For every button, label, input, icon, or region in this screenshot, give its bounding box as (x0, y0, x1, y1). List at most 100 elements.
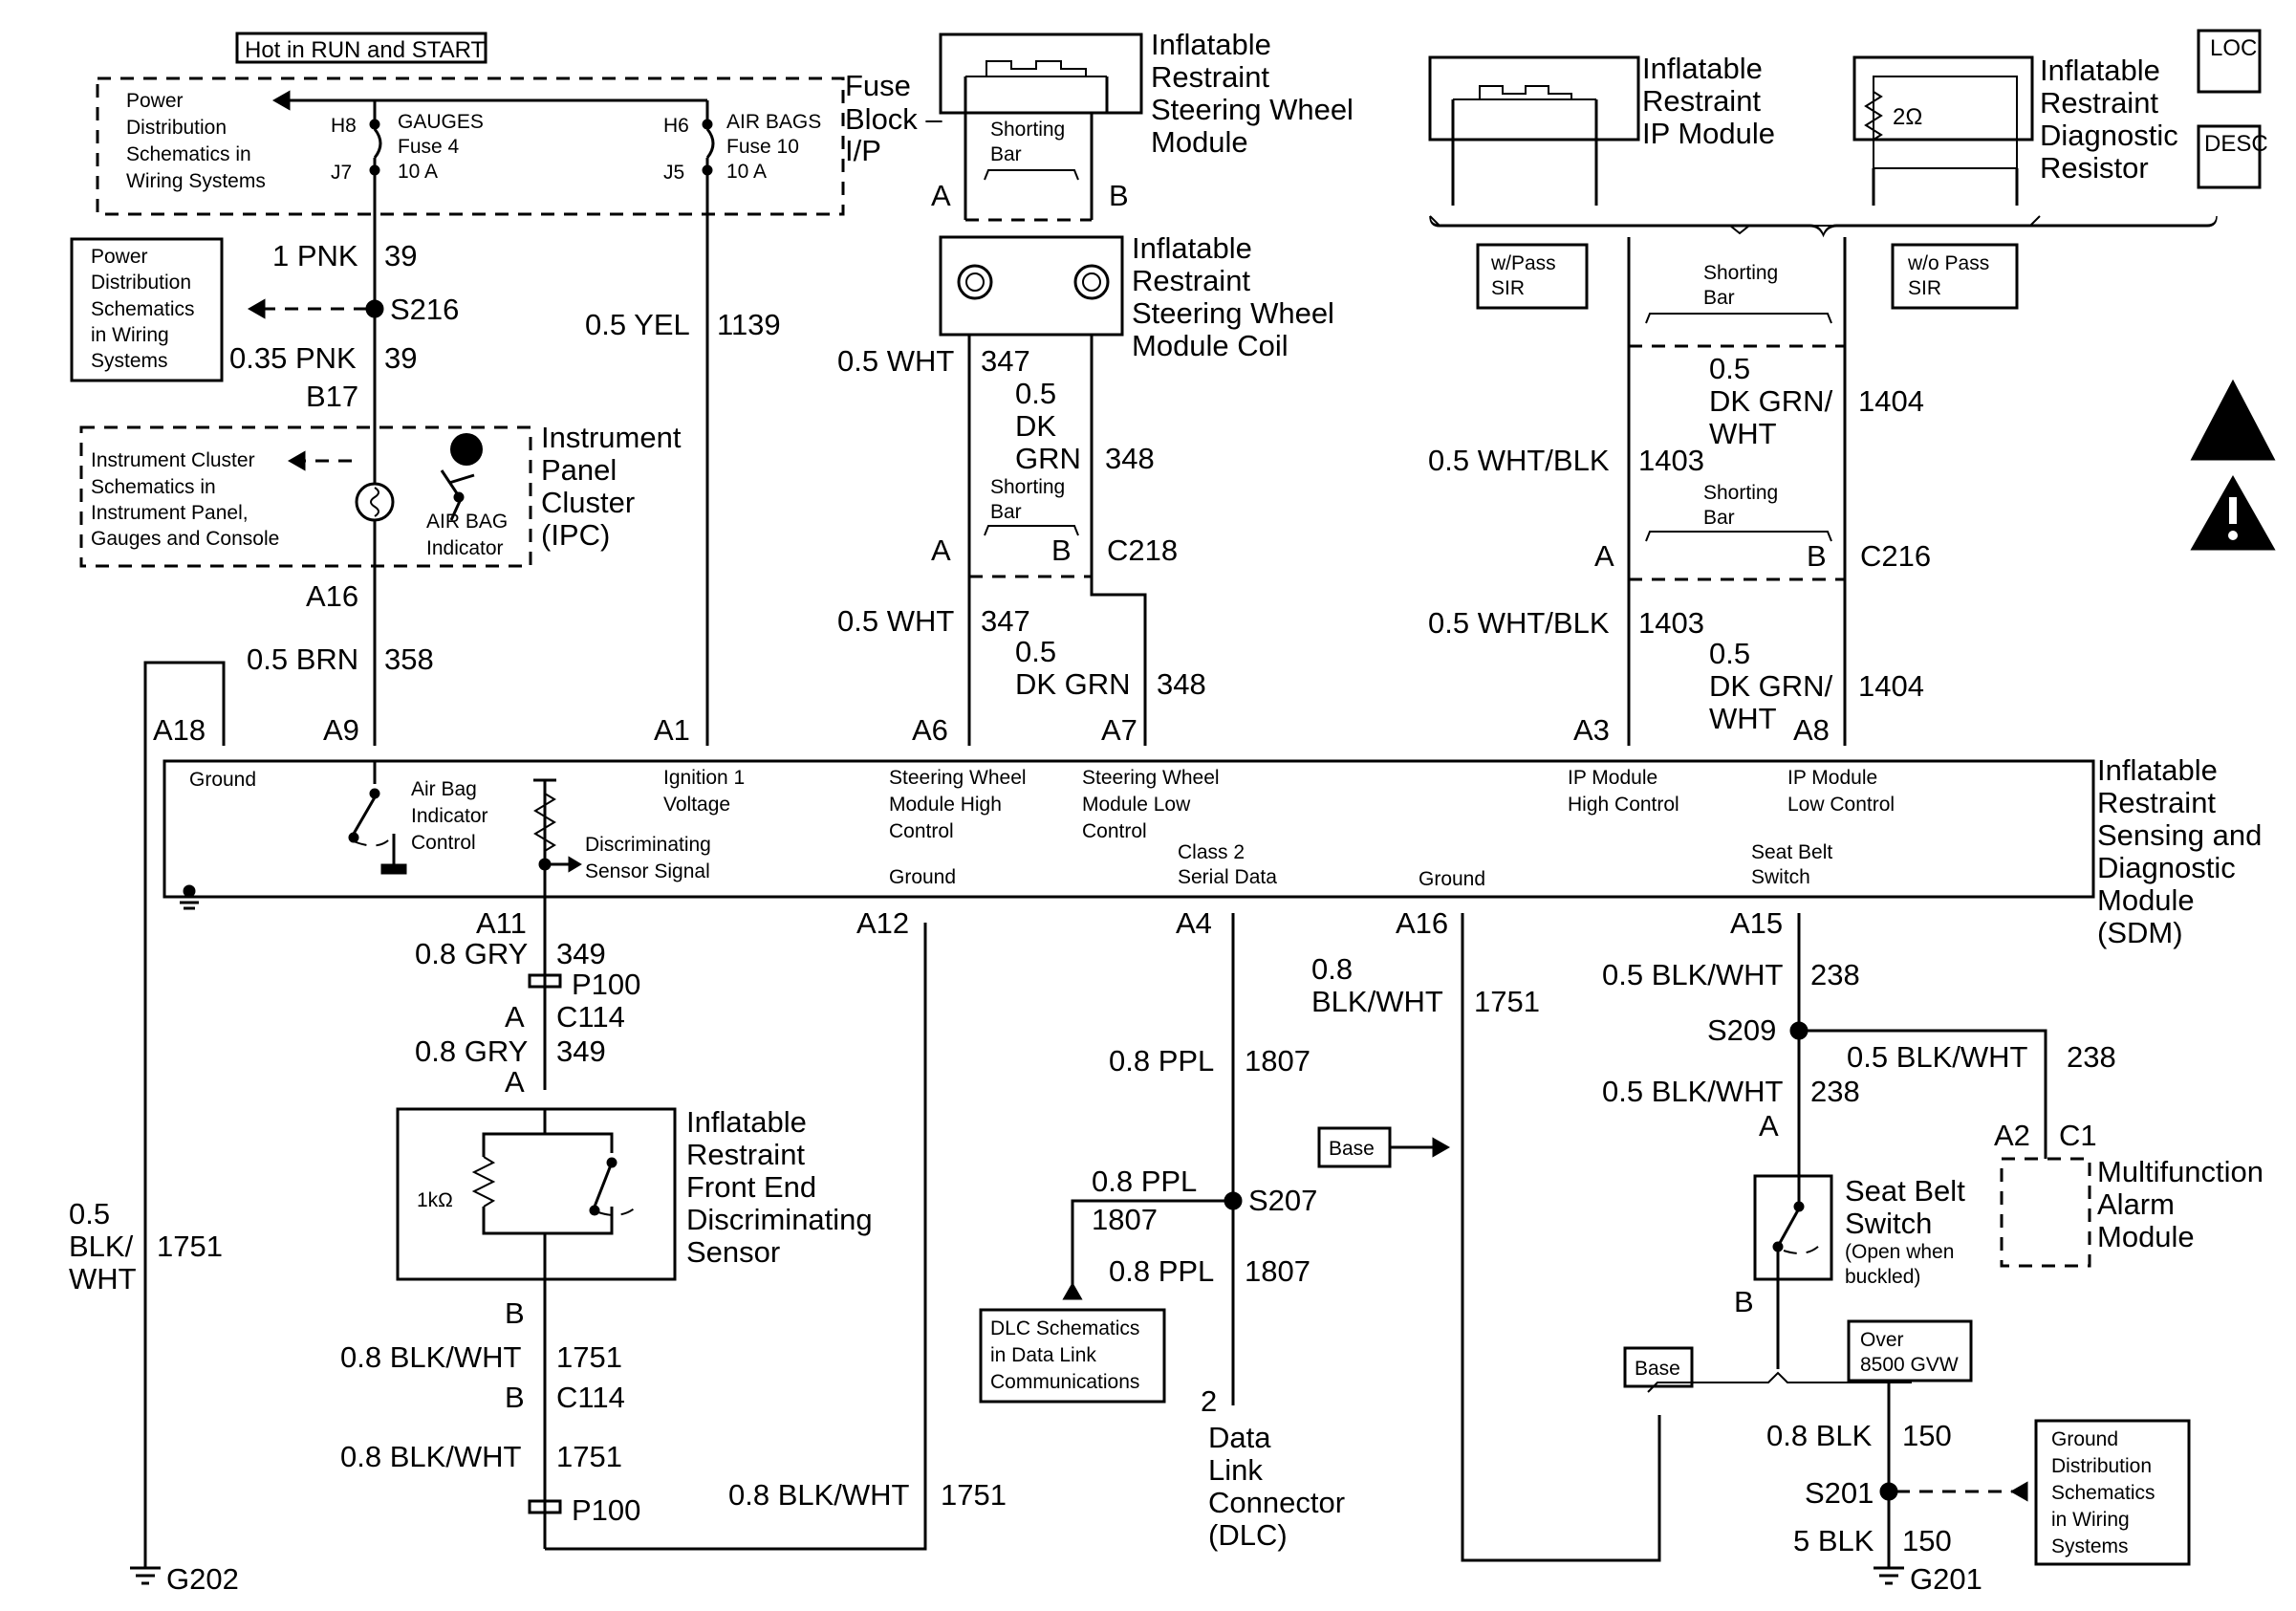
pin-label: A8 (1793, 713, 1830, 747)
sdm-pin-function: Sensor Signal (585, 860, 710, 882)
splice-label: S207 (1248, 1184, 1317, 1217)
wire-label: 0.5 (1015, 635, 1056, 668)
steering-module-title: Restraint (1151, 60, 1269, 94)
option-label: SIR (1908, 277, 1941, 299)
seat-belt-title: Seat Belt (1845, 1174, 1965, 1208)
coil-title: Module Coil (1132, 329, 1289, 362)
pin-label: A9 (323, 713, 359, 747)
hot-label: Hot in RUN and START (245, 37, 486, 63)
ground-icon (380, 863, 407, 875)
resistor-box (1852, 55, 2034, 142)
wire-label: 0.5 WHT (837, 604, 954, 638)
base-label: Base (1635, 1358, 1680, 1380)
ref-text: Systems (91, 350, 168, 372)
resistor-icon (1864, 91, 1883, 141)
coil-title: Steering Wheel (1132, 296, 1334, 330)
wire-circuit: 1403 (1638, 444, 1704, 477)
resistor-icon (471, 1156, 496, 1208)
sdm-pin-function: Control (411, 832, 476, 854)
esd-warning-icon (2190, 379, 2276, 461)
ipc-title: Instrument (541, 421, 682, 454)
arrow-up-icon (1062, 1281, 1083, 1300)
sensor-title: Sensor (686, 1235, 780, 1269)
wire-label: DK (1015, 409, 1056, 443)
sdm-pin-function: IP Module (1568, 767, 1657, 789)
ref-text: in Wiring (91, 324, 169, 346)
seat-belt-title: Switch (1845, 1207, 1932, 1240)
ipc-title: Cluster (541, 486, 635, 519)
fuse-icon (373, 128, 382, 159)
wire-circuit: 238 (1810, 1075, 1860, 1108)
wire-label: 0.5 BLK/WHT (1602, 958, 1784, 991)
sensor-title: Discriminating (686, 1203, 873, 1236)
connector-icon (1479, 85, 1572, 99)
power-dist-ref-line-3: Schematics in (126, 143, 251, 165)
pin-label: A7 (1101, 713, 1137, 747)
brace-line (1429, 215, 2041, 235)
airbags-fuse-rating: 10 A (726, 161, 767, 183)
wire-circuit: 1139 (717, 308, 781, 341)
wire-circuit: 1807 (1092, 1203, 1158, 1236)
sdm-title: (SDM) (2097, 916, 2183, 949)
wire-label: 0.8 PPL (1109, 1254, 1214, 1288)
wire-circuit: 358 (384, 642, 434, 676)
sdm-pin-function: Ground (889, 866, 956, 888)
ground-label: G202 (166, 1562, 239, 1596)
seat-belt-note: (Open when (1845, 1241, 1954, 1263)
sensor-title: Inflatable (686, 1105, 807, 1139)
connector-label: C218 (1107, 533, 1178, 567)
wire-circuit: 39 (384, 239, 417, 272)
coil-title: Restraint (1132, 264, 1250, 297)
wire-label: WHT (69, 1262, 137, 1295)
gvw-label: Over (1860, 1329, 1904, 1351)
splice-s207 (1224, 1191, 1243, 1210)
wire-label: 0.5 WHT/BLK (1428, 606, 1610, 640)
connector-icon (986, 60, 1087, 76)
ref-text: Schematics (91, 298, 195, 320)
pin-label: A15 (1730, 906, 1783, 940)
sdm-pin-function: Control (889, 820, 954, 842)
fuse-block-box (96, 76, 845, 216)
pin-label: A3 (1573, 713, 1610, 747)
ref-text: Ground (2051, 1428, 2118, 1450)
arrow-right-icon (568, 856, 582, 873)
wire-circuit: 1751 (941, 1478, 1007, 1512)
pin-label: C1 (2059, 1119, 2097, 1152)
w-pass-box (1476, 243, 1589, 310)
sdm-title: Inflatable (2097, 753, 2218, 787)
alarm-title: Alarm (2097, 1187, 2175, 1221)
steering-module-title: Steering Wheel (1151, 93, 1354, 126)
desc-icon-box (2197, 124, 2262, 189)
wire-label: 0.8 GRY (415, 937, 528, 970)
pin-label: B (1109, 179, 1129, 212)
wire-1751-ground (143, 661, 226, 1568)
resistor-title: Inflatable (2040, 54, 2160, 87)
shorting-bar-label: Bar (990, 143, 1022, 165)
pin-label: A1 (654, 713, 690, 747)
connector-label: P100 (572, 968, 640, 1001)
wire-1751-a12 (545, 923, 927, 1551)
ground-dist-ref-box (2034, 1419, 2191, 1566)
wire-label: 0.5 WHT/BLK (1428, 444, 1610, 477)
pin-label: A16 (1396, 906, 1448, 940)
gvw-label-box (1847, 1319, 1973, 1382)
pin-j7: J7 (331, 162, 352, 184)
splice-s216 (365, 299, 384, 318)
wire-circuit: 1807 (1245, 1254, 1310, 1288)
wire-label: 0.5 (1709, 352, 1750, 385)
sdm-pin-function: Steering Wheel (1082, 767, 1220, 789)
power-dist-ref-line-2: Distribution (126, 117, 227, 139)
dlc-title: Link (1208, 1453, 1263, 1487)
pin-label: B (505, 1381, 525, 1414)
splice-label: S209 (1707, 1013, 1776, 1047)
desc-icon: DESC (2204, 131, 2268, 157)
ipc-ref-text: Schematics in (91, 476, 216, 498)
wire-label: WHT (1709, 702, 1777, 735)
arrow-left-icon (247, 298, 266, 319)
wire-label: 0.5 YEL (585, 308, 690, 341)
wire-circuit: 150 (1902, 1419, 1952, 1452)
fuse-block-label-1: Fuse (845, 69, 911, 102)
wire-circuit: 347 (981, 604, 1030, 638)
pin-label: A2 (1994, 1119, 2030, 1152)
